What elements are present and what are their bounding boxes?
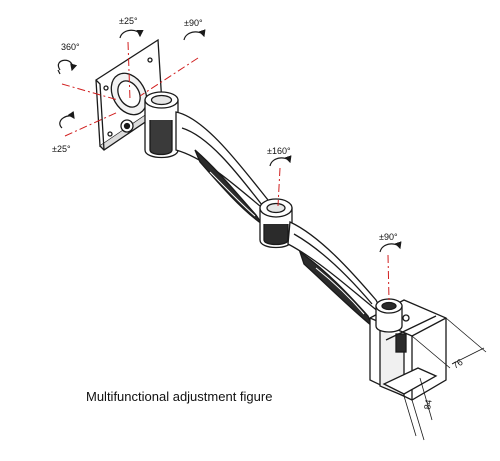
dimension-width-label: 76	[451, 357, 465, 371]
tilt-top-label: ±25°	[119, 16, 138, 26]
dimension-depth-label: 84	[422, 399, 434, 411]
figure-caption: Multifunctional adjustment figure	[86, 389, 272, 404]
rotation-arrows	[57, 29, 402, 253]
rotation-360-label: 360°	[61, 42, 80, 52]
elbow-joint	[259, 198, 293, 249]
desk-clamp	[369, 298, 447, 401]
dimension-lines	[403, 317, 487, 441]
swivel-head-label: ±90°	[184, 18, 203, 28]
lower-arm	[287, 221, 385, 327]
swivel-elbow-label: ±160°	[267, 146, 291, 156]
tilt-bottom-label: ±25°	[52, 144, 71, 154]
axis-lines	[61, 41, 390, 301]
swivel-base-label: ±90°	[379, 232, 398, 242]
head-joint	[144, 91, 179, 159]
